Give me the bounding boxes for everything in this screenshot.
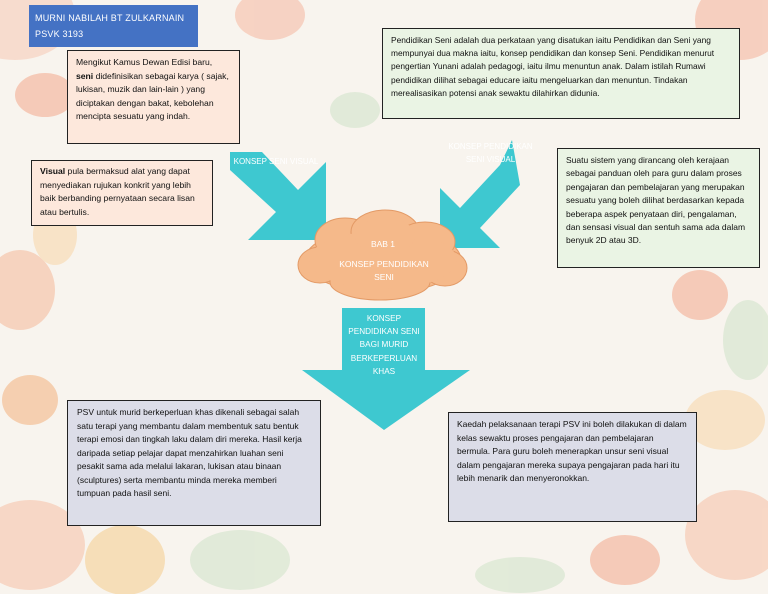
down-arrow: [302, 308, 470, 430]
pendidikan-seni-text: Pendidikan Seni adalah dua perkataan yan…: [391, 35, 715, 98]
down-arrow-label: KONSEP PENDIDIKAN SENI BAGI MURID BERKEP…: [348, 314, 420, 376]
left-arrow: [230, 152, 326, 240]
kaedah-box: Kaedah pelaksanaan terapi PSV ini boleh …: [448, 412, 697, 522]
definition-seni-post: didefinisikan sebagai karya ( sajak, luk…: [76, 70, 229, 122]
sistem-box: Suatu sistem yang dirancang oleh kerajaa…: [557, 148, 760, 268]
right-arrow-label: KONSEP PENDIDIKAN SENI VISUAL: [448, 142, 533, 164]
pendidikan-seni-box: Pendidikan Seni adalah dua perkataan yan…: [382, 28, 740, 119]
left-arrow-label: KONSEP SENI VISUAL: [233, 157, 319, 166]
psv-murid-text: PSV untuk murid berkeperluan khas dikena…: [77, 407, 302, 498]
cloud-chapter-label: BAB 1: [370, 239, 396, 249]
right-arrow: [440, 140, 520, 248]
definition-seni-box: Mengikut Kamus Dewan Edisi baru, seni di…: [67, 50, 240, 144]
definition-visual-box: Visual pula bermaksud alat yang dapat me…: [31, 160, 213, 226]
definition-visual-bold: Visual: [40, 166, 66, 176]
kaedah-text: Kaedah pelaksanaan terapi PSV ini boleh …: [457, 419, 687, 483]
author-name: MURNI NABILAH BT ZULKARNAIN: [35, 13, 185, 23]
definition-seni-pre: Mengikut Kamus Dewan Edisi baru,: [76, 57, 213, 67]
definition-visual-post: pula bermaksud alat yang dapat menyediak…: [40, 166, 195, 217]
author-header: MURNI NABILAH BT ZULKARNAIN PSVK 3193: [29, 5, 198, 47]
course-code: PSVK 3193: [35, 29, 84, 39]
definition-seni-bold: seni: [76, 70, 94, 81]
sistem-text: Suatu sistem yang dirancang oleh kerajaa…: [566, 155, 746, 246]
cloud-title-label: KONSEP PENDIDIKAN SENI: [339, 259, 429, 282]
psv-murid-box: PSV untuk murid berkeperluan khas dikena…: [67, 400, 321, 526]
